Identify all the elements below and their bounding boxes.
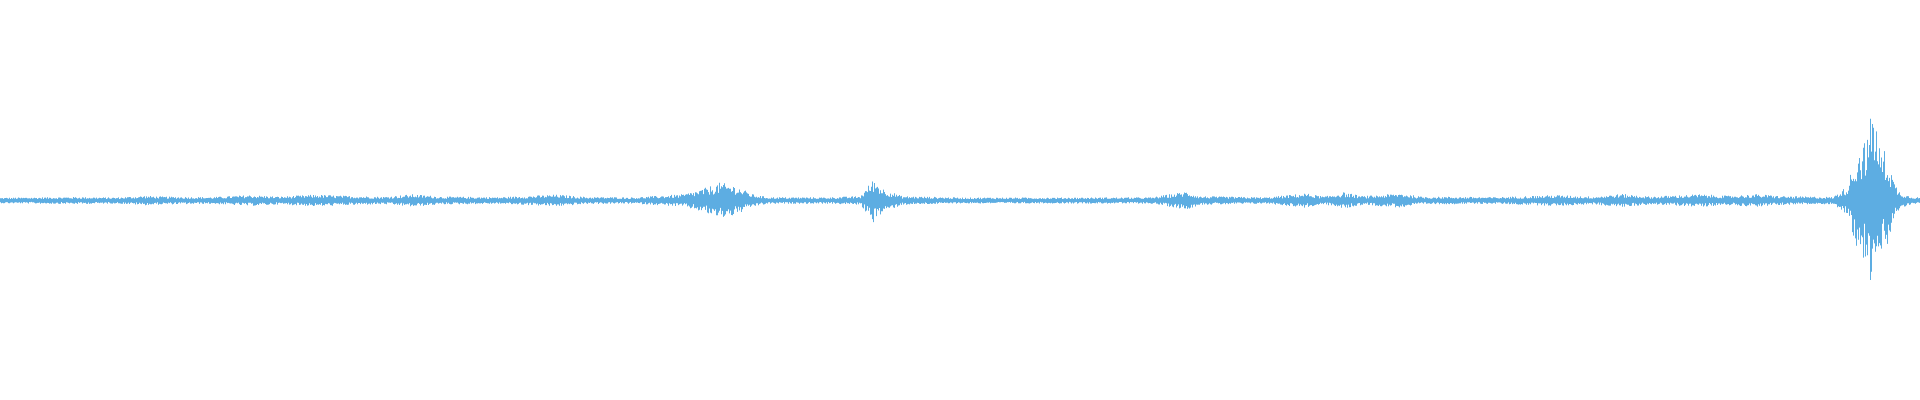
waveform-path — [0, 118, 1920, 280]
